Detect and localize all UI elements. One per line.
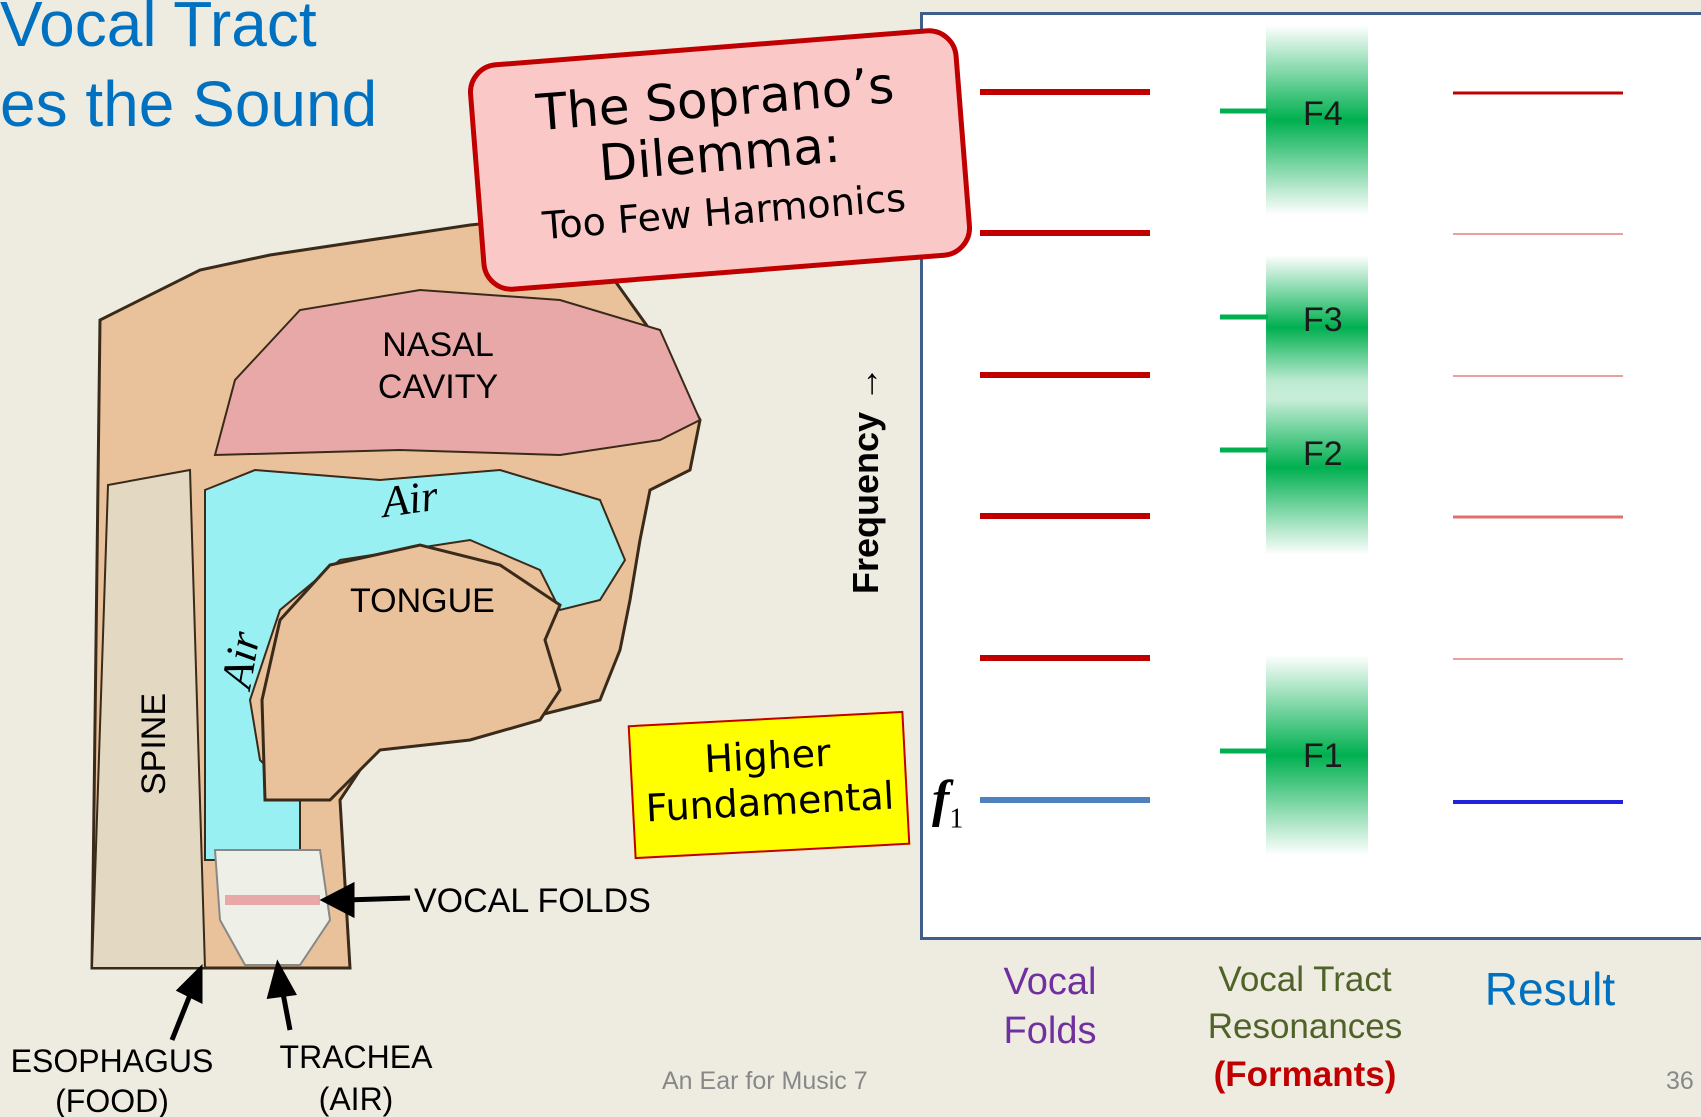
formant-f1-label: F1 bbox=[1303, 737, 1343, 775]
higher-fundamental-note: Higher Fundamental bbox=[627, 710, 911, 860]
slide-title-line2: es the Sound bbox=[0, 68, 378, 140]
spine-shape bbox=[90, 468, 207, 969]
formant-f2-band bbox=[1266, 380, 1368, 555]
page-number: 36 bbox=[1666, 1067, 1694, 1095]
formant-f3-label: F3 bbox=[1303, 301, 1343, 339]
spectrum-panel: F4 F3 F2 F1 bbox=[920, 12, 1701, 940]
trachea-label-1: TRACHEA bbox=[280, 1039, 434, 1075]
fundamental-label: f1 bbox=[932, 770, 963, 835]
trachea-arrow bbox=[266, 959, 297, 1031]
tongue-label: TONGUE bbox=[350, 582, 495, 620]
vocal-folds-label: VOCAL FOLDS bbox=[414, 882, 651, 920]
vocal-folds-arrow bbox=[319, 881, 411, 919]
vocal-folds-band bbox=[225, 895, 320, 905]
formant-f3-band bbox=[1266, 255, 1368, 400]
nasal-cavity-shape bbox=[213, 288, 702, 457]
esophagus-arrow bbox=[169, 963, 203, 1041]
vocal-folds-col-line2: Folds bbox=[1003, 1010, 1097, 1053]
formant-f2-label: F2 bbox=[1303, 435, 1343, 473]
spectrum-plot: F4 F3 F2 F1 bbox=[980, 25, 1623, 855]
tract-col-line1: Vocal Tract bbox=[1218, 960, 1392, 999]
trachea-label-2: (AIR) bbox=[319, 1081, 394, 1117]
air-top-label: Air bbox=[376, 471, 442, 528]
column-label-result: Result bbox=[1484, 963, 1616, 1015]
air-side-label: Air bbox=[211, 627, 270, 695]
air-passage-shape bbox=[204, 468, 627, 861]
slide-footer: An Ear for Music 7 bbox=[662, 1067, 868, 1095]
nasal-cavity-label-2: CAVITY bbox=[378, 368, 498, 406]
tract-col-line3: (Formants) bbox=[1213, 1054, 1397, 1094]
formant-f4-band bbox=[1266, 25, 1368, 215]
vocal-folds-col-line1: Vocal bbox=[1003, 961, 1097, 1003]
tongue-shape bbox=[260, 543, 562, 802]
formant-f1-band bbox=[1266, 655, 1368, 855]
esophagus-label-2: (FOOD) bbox=[55, 1083, 169, 1117]
spine-label: SPINE bbox=[135, 693, 173, 795]
formant-f4-label: F4 bbox=[1303, 95, 1343, 133]
fundamental-symbol: f bbox=[932, 771, 950, 828]
tract-col-line2: Resonances bbox=[1207, 1007, 1403, 1047]
column-label-vocal-tract: Vocal Tract Resonances (Formants) bbox=[1195, 956, 1415, 1098]
sopranos-dilemma-callout: The Soprano’s Dilemma: Too Few Harmonics bbox=[465, 26, 975, 294]
larynx-shape bbox=[213, 849, 332, 966]
nasal-cavity-label-1: NASAL bbox=[382, 326, 494, 364]
column-label-vocal-folds: Vocal Folds bbox=[980, 958, 1120, 1057]
esophagus-label-1: ESOPHAGUS bbox=[11, 1043, 214, 1079]
fundamental-subscript: 1 bbox=[949, 803, 964, 835]
slide-title-line1: Vocal Tract bbox=[0, 0, 317, 60]
frequency-axis-label: Frequency → bbox=[845, 365, 886, 595]
